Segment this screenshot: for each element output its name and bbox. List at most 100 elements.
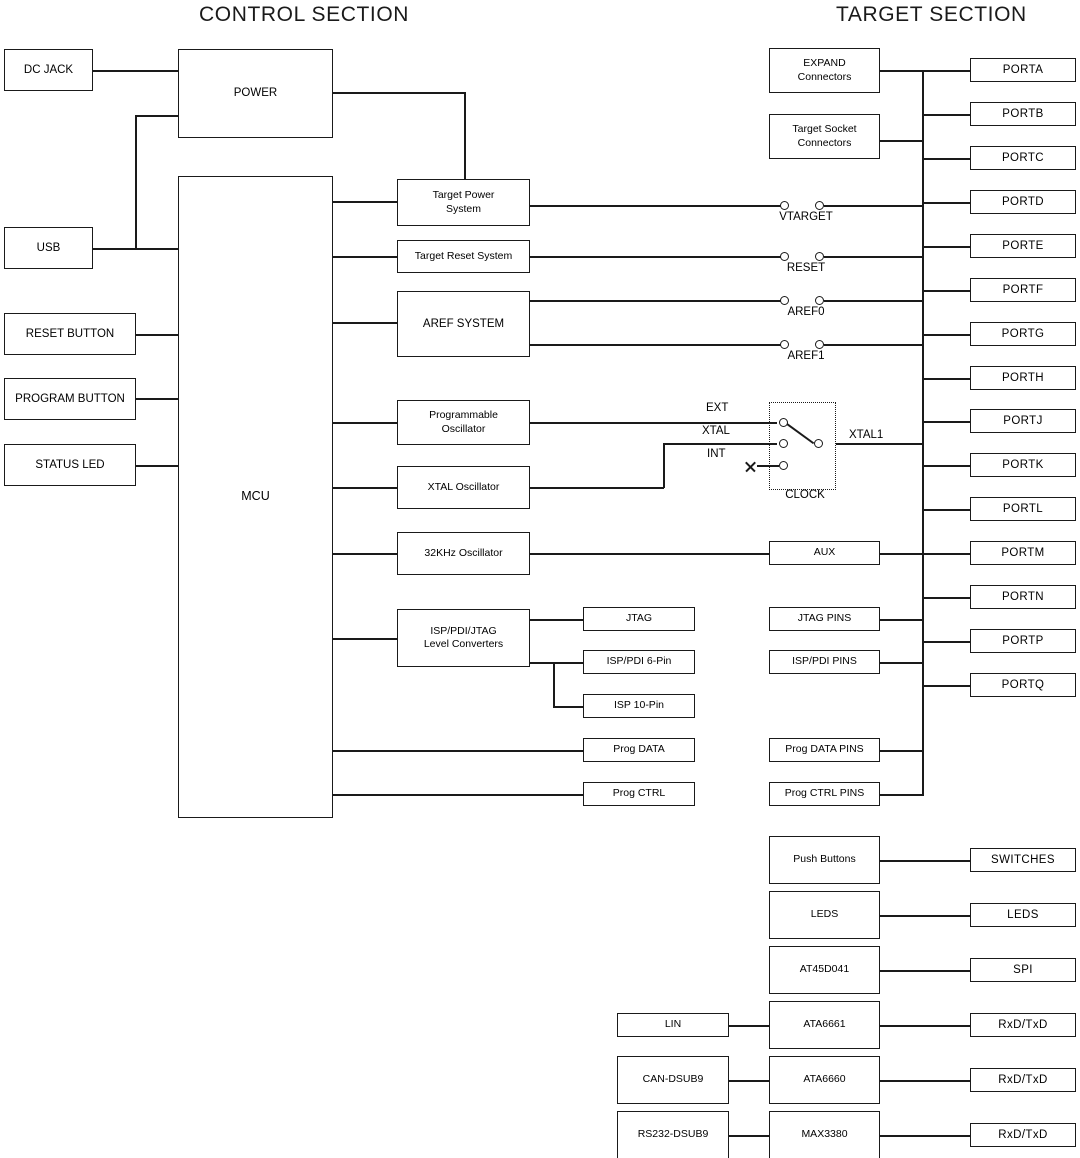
ata6660-box[interactable]: ATA6660: [769, 1056, 880, 1104]
wire-usb-power-vertical: [135, 115, 137, 249]
ata6661-label: ATA6661: [803, 1018, 846, 1031]
expand-connectors-box[interactable]: EXPAND Connectors: [769, 48, 880, 93]
jtag-header-label: JTAG: [625, 612, 653, 625]
push-buttons-box[interactable]: Push Buttons: [769, 836, 880, 884]
aref0-pin-left[interactable]: [780, 296, 789, 305]
reset-pin-right[interactable]: [815, 252, 824, 261]
port-box-portn[interactable]: PORTN: [970, 585, 1076, 609]
port-box-portb[interactable]: PORTB: [970, 102, 1076, 126]
ata6661-box[interactable]: ATA6661: [769, 1001, 880, 1049]
clock-terminal-ext[interactable]: [779, 418, 788, 427]
dc-jack-label: DC JACK: [23, 63, 74, 76]
switches-box[interactable]: SWITCHES: [970, 848, 1076, 872]
mcu-box[interactable]: MCU: [178, 176, 333, 818]
osc-32khz-box[interactable]: 32KHz Oscillator: [397, 532, 530, 575]
port-box-portf[interactable]: PORTF: [970, 278, 1076, 302]
wire-bus-porta: [922, 70, 970, 72]
usb-box[interactable]: USB: [4, 227, 93, 269]
port-box-portp[interactable]: PORTP: [970, 629, 1076, 653]
wire-int-stub: [757, 465, 779, 467]
clock-terminal-common[interactable]: [814, 439, 823, 448]
status-led-box[interactable]: STATUS LED: [4, 444, 136, 486]
prog-data-box[interactable]: Prog DATA: [583, 738, 695, 762]
port-box-porth[interactable]: PORTH: [970, 366, 1076, 390]
rxdtxd-label-can: RxD/TxD: [998, 1073, 1048, 1086]
target-socket-connectors-box[interactable]: Target Socket Connectors: [769, 114, 880, 159]
wire-socket-bus: [880, 140, 923, 142]
wire-isppdipins-bus: [880, 662, 923, 664]
spi-box[interactable]: SPI: [970, 958, 1076, 982]
aref1-pin-left[interactable]: [780, 340, 789, 349]
isp-pdi-6pin-box[interactable]: ISP/PDI 6-Pin: [583, 650, 695, 674]
clock-input-ext-label: EXT: [706, 402, 729, 414]
port-box-porte[interactable]: PORTE: [970, 234, 1076, 258]
prog-ctrl-pins-box[interactable]: Prog CTRL PINS: [769, 782, 880, 806]
port-box-portj[interactable]: PORTJ: [970, 409, 1076, 433]
vtarget-pin-left[interactable]: [780, 201, 789, 210]
aref0-pin-right[interactable]: [815, 296, 824, 305]
port-box-portd[interactable]: PORTD: [970, 190, 1076, 214]
aref1-pin-right[interactable]: [815, 340, 824, 349]
jtag-pins-box[interactable]: JTAG PINS: [769, 607, 880, 631]
jtag-header-box[interactable]: JTAG: [583, 607, 695, 631]
aux-box[interactable]: AUX: [769, 541, 880, 565]
aref-system-box[interactable]: AREF SYSTEM: [397, 291, 530, 357]
target-reset-system-box[interactable]: Target Reset System: [397, 240, 530, 273]
can-dsub9-box[interactable]: CAN-DSUB9: [617, 1056, 729, 1104]
port-box-portc[interactable]: PORTC: [970, 146, 1076, 170]
max3380-box[interactable]: MAX3380: [769, 1111, 880, 1158]
dc-jack-box[interactable]: DC JACK: [4, 49, 93, 91]
control-section-title: CONTROL SECTION: [199, 3, 410, 26]
port-box-portm[interactable]: PORTM: [970, 541, 1076, 565]
isp-pdi-pins-box[interactable]: ISP/PDI PINS: [769, 650, 880, 674]
leds-right-box[interactable]: LEDS: [970, 903, 1076, 927]
rxdtxd-box-lin[interactable]: RxD/TxD: [970, 1013, 1076, 1037]
port-box-portk[interactable]: PORTK: [970, 453, 1076, 477]
vtarget-pin-right[interactable]: [815, 201, 824, 210]
aux-label: AUX: [813, 546, 836, 559]
switches-label: SWITCHES: [991, 853, 1055, 866]
prog-data-pins-box[interactable]: Prog DATA PINS: [769, 738, 880, 762]
rs232-dsub9-box[interactable]: RS232-DSUB9: [617, 1111, 729, 1158]
wire-candsub9-ata6660: [729, 1080, 770, 1082]
port-box-portq[interactable]: PORTQ: [970, 673, 1076, 697]
rxdtxd-box-rs232[interactable]: RxD/TxD: [970, 1123, 1076, 1147]
port-box-portg[interactable]: PORTG: [970, 322, 1076, 346]
reset-pin-left[interactable]: [780, 252, 789, 261]
lin-box[interactable]: LIN: [617, 1013, 729, 1037]
wire-power-out-vertical: [464, 92, 466, 179]
program-button-box[interactable]: PROGRAM BUTTON: [4, 378, 136, 420]
wire-bus-portq: [922, 685, 970, 687]
leds-label: LEDS: [810, 908, 839, 921]
xtal-oscillator-box[interactable]: XTAL Oscillator: [397, 466, 530, 509]
osc-32khz-label: 32KHz Oscillator: [424, 546, 503, 559]
status-led-label: STATUS LED: [35, 458, 105, 471]
rxdtxd-box-can[interactable]: RxD/TxD: [970, 1068, 1076, 1092]
programmable-oscillator-box[interactable]: Programmable Oscillator: [397, 400, 530, 445]
clock-terminal-xtal[interactable]: [779, 439, 788, 448]
wire-targetreset-reset: [530, 256, 784, 258]
port-box-porta[interactable]: PORTA: [970, 58, 1076, 82]
port-label-portl: PORTL: [1002, 502, 1044, 515]
power-box[interactable]: POWER: [178, 49, 333, 138]
reset-button-box[interactable]: RESET BUTTON: [4, 313, 136, 355]
wire-vtarget-bus: [824, 205, 923, 207]
int-disconnect-x-icon: [744, 459, 757, 472]
wire-reset-bus: [824, 256, 923, 258]
clock-terminal-int[interactable]: [779, 461, 788, 470]
wire-progosc-ext: [530, 422, 777, 424]
wire-usb-power-horizontal: [135, 115, 179, 117]
target-power-system-box[interactable]: Target Power System: [397, 179, 530, 226]
leds-box[interactable]: LEDS: [769, 891, 880, 939]
prog-data-label: Prog DATA: [613, 743, 665, 756]
port-box-portl[interactable]: PORTL: [970, 497, 1076, 521]
port-label-portf: PORTF: [1002, 283, 1044, 296]
wire-bus-portf: [922, 290, 970, 292]
level-converters-box[interactable]: ISP/PDI/JTAG Level Converters: [397, 609, 530, 667]
prog-ctrl-box[interactable]: Prog CTRL: [583, 782, 695, 806]
isp-10pin-box[interactable]: ISP 10-Pin: [583, 694, 695, 718]
at45d041-box[interactable]: AT45D041: [769, 946, 880, 994]
port-label-portb: PORTB: [1002, 107, 1044, 120]
lin-label: LIN: [664, 1018, 682, 1031]
clock-switch-group[interactable]: [769, 402, 836, 490]
